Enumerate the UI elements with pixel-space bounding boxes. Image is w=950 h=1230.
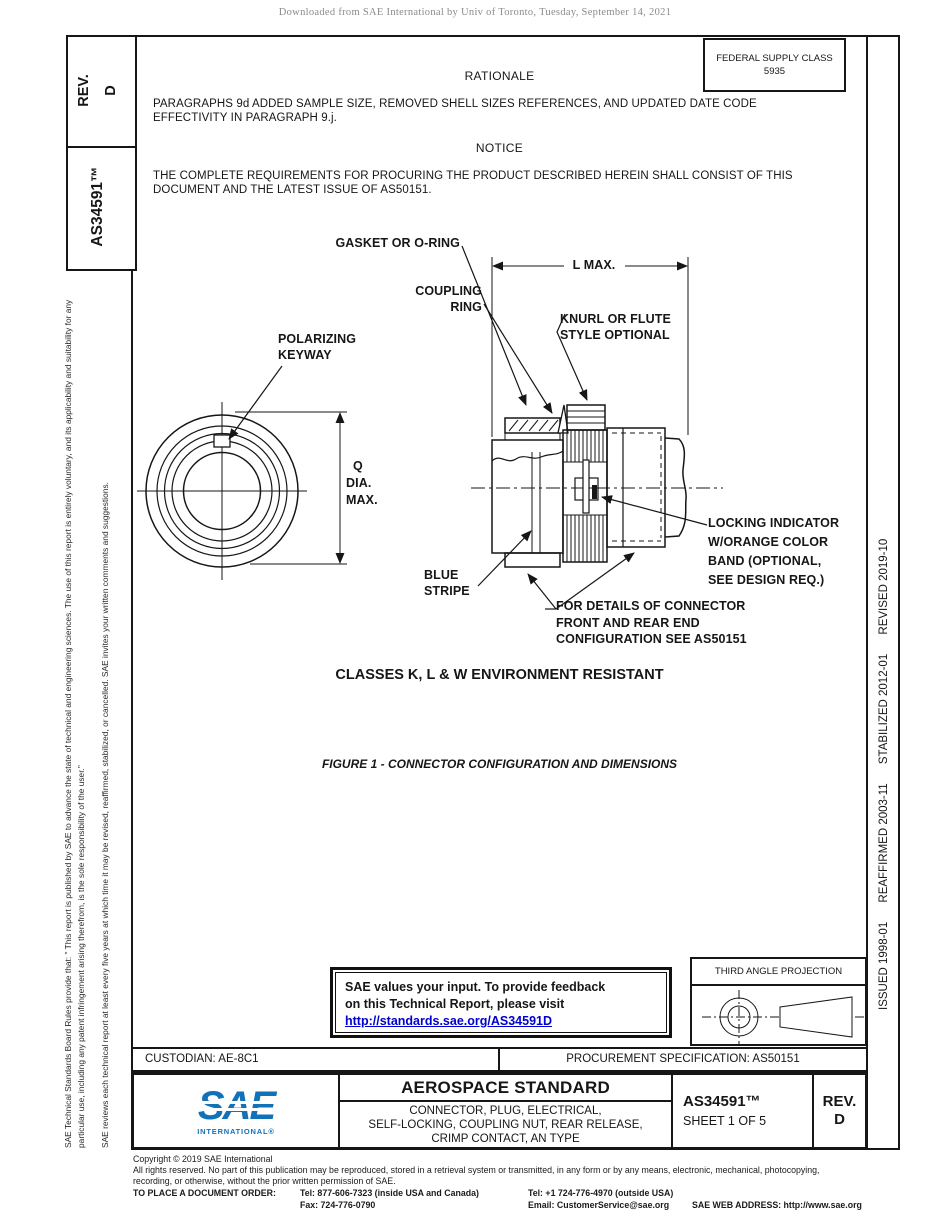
- rev-cell-label: REV.: [822, 1093, 857, 1110]
- procurement-cell: PROCUREMENT SPECIFICATION: AS50151: [566, 1053, 800, 1065]
- blue-stripe-label-1: BLUE: [424, 568, 459, 582]
- copyright-line: Copyright © 2019 SAE International: [133, 1154, 273, 1164]
- rev-cell: REV. D: [814, 1075, 865, 1147]
- blue-stripe-label: BLUE STRIPE: [424, 568, 470, 599]
- details-note-2: FRONT AND REAR END: [556, 615, 700, 630]
- notice-title: NOTICE: [475, 141, 524, 155]
- front-view: [137, 402, 307, 580]
- custodian-row: CUSTODIAN: AE-8C1 PROCUREMENT SPECIFICAT…: [131, 1047, 868, 1072]
- coupling-ring-label: COUPLING RING: [380, 284, 482, 315]
- front-tip: [664, 437, 687, 538]
- details-note-3: CONFIGURATION SEE AS50151: [556, 632, 747, 646]
- knurl-label-1: KNURL OR FLUTE: [560, 312, 671, 326]
- sae-logo-text: SAE: [197, 1084, 276, 1128]
- rev-vertical-label: REV. D: [66, 35, 133, 146]
- feedback-box-inner: SAE values your input. To provide feedba…: [335, 972, 667, 1033]
- notice-text: THE COMPLETE REQUIREMENTS FOR PROCURING …: [153, 170, 793, 196]
- polarizing-keyway-notch: [213, 434, 231, 448]
- logo-stripe-2: [195, 1108, 277, 1111]
- side-view: [471, 404, 723, 568]
- federal-supply-class-box: FEDERAL SUPPLY CLASS 5935: [703, 38, 846, 92]
- rev-cell-value: D: [834, 1111, 845, 1128]
- locking-indicator-label-1: LOCKING INDICATOR: [708, 516, 840, 530]
- knurl-label-2: STYLE OPTIONAL: [560, 327, 670, 342]
- rights-line-2: recording, or otherwise, without the pri…: [133, 1176, 396, 1186]
- q-dia-max-label: Q DIA. MAX.: [346, 458, 378, 509]
- phone-intl: Tel: +1 724-776-4970 (outside USA): [528, 1188, 674, 1198]
- coupling-ring-label-2: RING: [450, 299, 482, 314]
- review-note-vertical-text: SAE reviews each technical report at lea…: [100, 482, 110, 1148]
- doc-number-vertical: AS34591™: [89, 166, 106, 247]
- web-address: SAE WEB ADDRESS: http://www.sae.org: [692, 1200, 862, 1210]
- doc-number: AS34591™: [683, 1093, 761, 1110]
- details-note-1: FOR DETAILS OF CONNECTOR: [556, 599, 746, 613]
- rights-line-1: All rights reserved. No part of this pub…: [133, 1165, 820, 1175]
- feedback-box: SAE values your input. To provide feedba…: [330, 967, 672, 1038]
- doc-type-title: AEROSPACE STANDARD: [340, 1075, 671, 1102]
- revision-history-vertical: ISSUED 1998-01 REAFFIRMED 2003-11 STABIL…: [878, 538, 890, 1010]
- polarizing-keyway-label-1: POLARIZING: [278, 332, 357, 346]
- feedback-line-2: on this Technical Report, please visit: [345, 997, 565, 1011]
- details-note-label: FOR DETAILS OF CONNECTOR FRONT AND REAR …: [556, 598, 747, 648]
- third-angle-projection-label: THIRD ANGLE PROJECTION: [692, 959, 865, 986]
- doc-subtitle-2: SELF-LOCKING, COUPLING NUT, REAR RELEASE…: [368, 1119, 643, 1131]
- logo-stripe-1: [195, 1101, 277, 1104]
- rationale-title: RATIONALE: [464, 69, 535, 83]
- order-label: TO PLACE A DOCUMENT ORDER:: [133, 1188, 276, 1198]
- blue-stripe-label-2: STRIPE: [424, 583, 470, 598]
- q-dimension: [235, 411, 347, 565]
- federal-supply-class-label: FEDERAL SUPPLY CLASS: [716, 53, 833, 64]
- rev-label: REV.: [76, 74, 92, 107]
- rev-value: D: [103, 85, 119, 96]
- locking-indicator-label-3: BAND (OPTIONAL,: [708, 554, 822, 568]
- standard-title-cell: AEROSPACE STANDARD CONNECTOR, PLUG, ELEC…: [340, 1075, 673, 1147]
- front-view-crosshair: [137, 402, 307, 580]
- connector-drawing: [137, 245, 723, 610]
- locking-indicator-label-2: W/ORANGE COLOR: [708, 535, 829, 549]
- doc-subtitle-1: CONNECTOR, PLUG, ELECTRICAL,: [409, 1105, 602, 1117]
- doc-subtitle: CONNECTOR, PLUG, ELECTRICAL, SELF-LOCKIN…: [340, 1102, 671, 1146]
- hidden-lines: [612, 432, 662, 542]
- figure-caption: FIGURE 1 - CONNECTOR CONFIGURATION AND D…: [321, 757, 678, 771]
- l-max-label: L MAX.: [564, 258, 624, 274]
- l-max-dimension: [491, 257, 689, 437]
- federal-supply-class-value: 5935: [763, 65, 786, 77]
- right-strip-divider: [866, 35, 868, 1150]
- sae-logo: SAE: [195, 1084, 277, 1128]
- locking-indicator: [574, 459, 599, 514]
- third-angle-projection-box: THIRD ANGLE PROJECTION: [690, 957, 867, 1046]
- locking-indicator-label: LOCKING INDICATOR W/ORANGE COLOR BAND (O…: [708, 514, 839, 590]
- feedback-link[interactable]: http://standards.sae.org/AS34591D: [345, 1014, 553, 1028]
- feedback-line-1: SAE values your input. To provide feedba…: [345, 980, 606, 994]
- dia-label: DIA.: [346, 476, 372, 490]
- front-section: [606, 427, 666, 548]
- gasket-label: GASKET OR O-RING: [335, 236, 460, 250]
- custodian-cell: CUSTODIAN: AE-8C1: [133, 1049, 500, 1070]
- doc-number-box: [66, 146, 137, 271]
- board-rules-vertical-text: SAE Technical Standards Board Rules prov…: [63, 299, 86, 1148]
- phone-usa: Tel: 877-606-7323 (inside USA and Canada…: [300, 1188, 479, 1198]
- title-block: SAE INTERNATIONAL® AEROSPACE STANDARD CO…: [131, 1072, 868, 1150]
- knurl-hatching: [566, 430, 604, 562]
- sae-logo-cell: SAE INTERNATIONAL®: [134, 1075, 340, 1147]
- break-line: [491, 450, 564, 462]
- sae-logo-subtext: INTERNATIONAL®: [197, 1127, 275, 1136]
- email-address: Email: CustomerService@sae.org: [528, 1200, 670, 1210]
- max-label: MAX.: [346, 493, 378, 507]
- polarizing-keyway-label-2: KEYWAY: [278, 347, 332, 362]
- polarizing-keyway-label: POLARIZING KEYWAY: [278, 332, 356, 363]
- sheet-number: SHEET 1 OF 5: [683, 1114, 767, 1128]
- doc-number-cell: AS34591™ SHEET 1 OF 5: [673, 1075, 814, 1147]
- rationale-text: PARAGRAPHS 9d ADDED SAMPLE SIZE, REMOVED…: [153, 98, 757, 124]
- classes-line: CLASSES K, L & W ENVIRONMENT RESISTANT: [335, 667, 664, 683]
- locking-indicator-label-4: SEE DESIGN REQ.): [708, 573, 825, 587]
- third-angle-projection-icon: [702, 990, 864, 1044]
- coupling-ring-label-1: COUPLING: [415, 284, 482, 298]
- knurl-label: KNURL OR FLUTE STYLE OPTIONAL: [560, 312, 671, 343]
- leader-lines: [228, 245, 708, 610]
- download-watermark: Downloaded from SAE International by Uni…: [278, 7, 672, 18]
- q-label: Q: [353, 459, 363, 473]
- doc-subtitle-3: CRIMP CONTACT, AN TYPE: [431, 1133, 580, 1145]
- fax-number: Fax: 724-776-0790: [300, 1200, 376, 1210]
